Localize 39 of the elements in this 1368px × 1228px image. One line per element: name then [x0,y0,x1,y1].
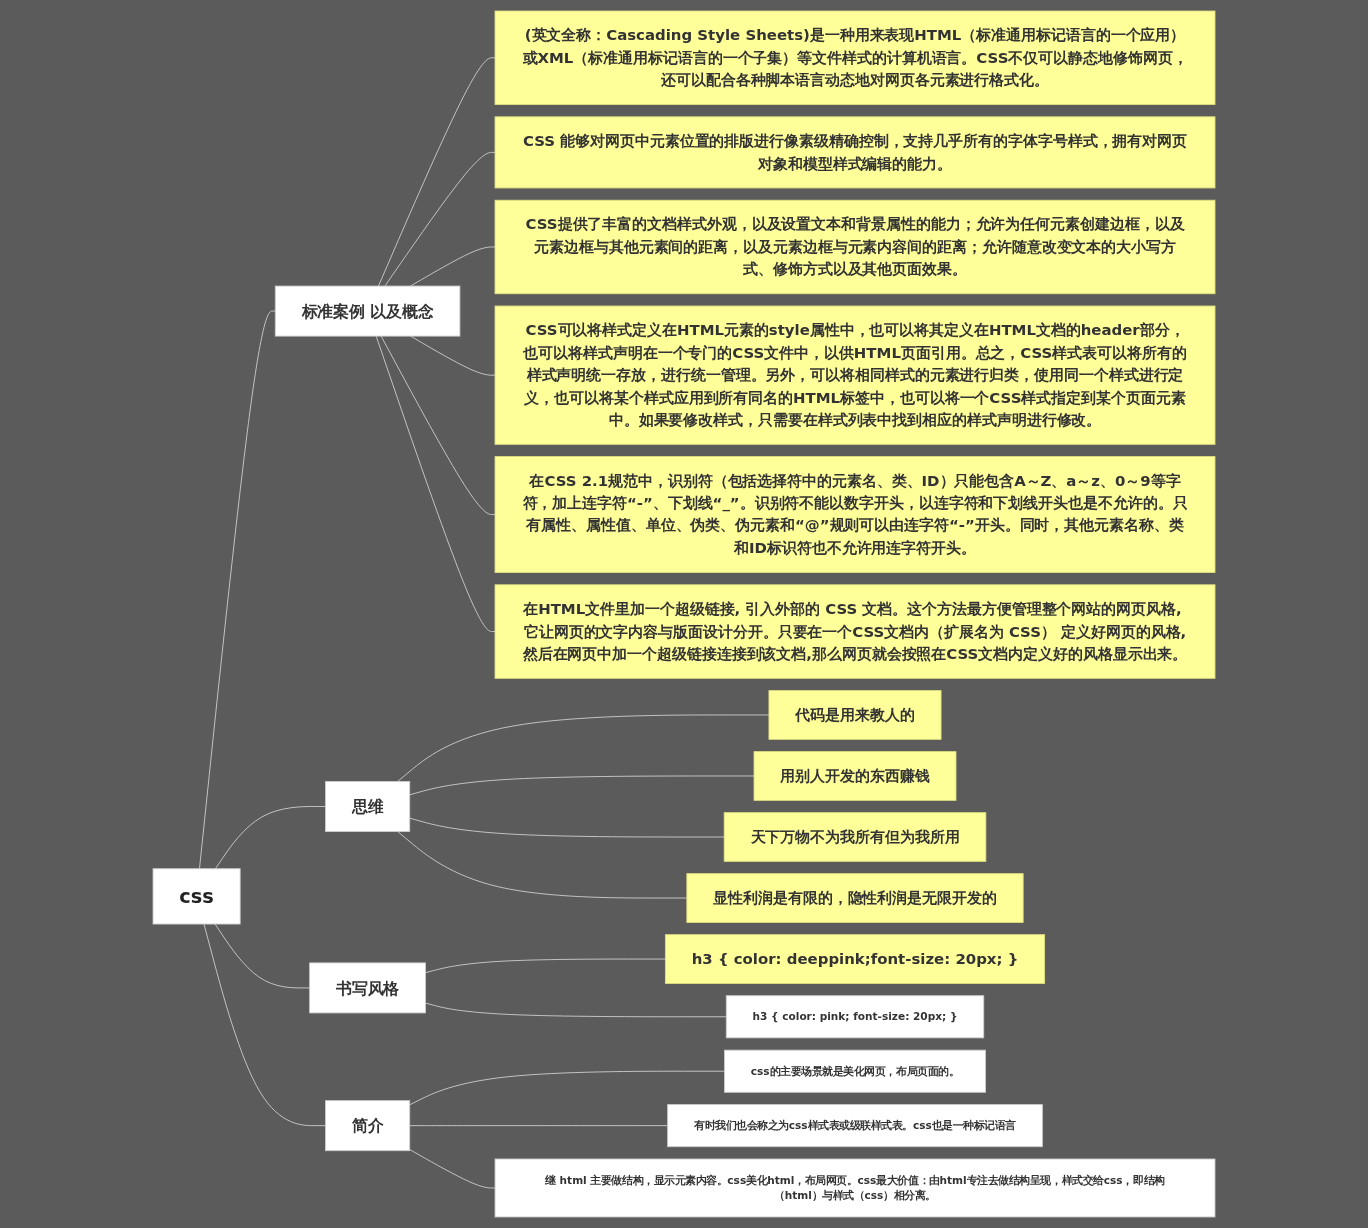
connector [409,775,755,796]
node-box: 有时我们也会称之为css样式表或级联样式表。css也是一种标记语言 [667,1104,1043,1148]
connector [425,958,666,974]
node-box: 天下万物不为我所有但为我所用 [723,812,987,862]
node-box: CSS 能够对网页中元素位置的排版进行像素级精确控制，支持几乎所有的字体字号样式，拥有对网页对象和模型样式编辑的能力。 [494,116,1216,189]
connector [384,151,496,287]
connector [409,1125,669,1127]
connector [380,335,496,515]
node-box: 标准案例 以及概念 [274,285,461,337]
node-box: 在CSS 2.1规范中，识别符（包括选择符中的元素名、类、ID）只能包含A～Z、a～z、0～9等字符，加上连字符“-”、下划线“_”。识别符不能以数字开头，以连字符和下划线开头也是不允许的。只有属性、属性值、单位、伪类、伪元素和“@”规则可以由连字符“-”开头。同时，其他元素名称、类和ID标识符也不允许用连字符开头。 [494,456,1216,573]
node-box: 代码是用来教人的 [768,690,942,740]
connector [203,923,326,1127]
connector [410,335,496,376]
connector [214,806,326,870]
node-box: 简介 [325,1100,411,1152]
node-box: 书写风格 [309,962,426,1014]
connector [409,817,725,838]
connector [378,57,496,287]
node-box: (英文全称：Cascading Style Sheets)是一种用来表现HTML（标准通用标记语言的一个应用）或XML（标准通用标记语言的一个子集）等文件样式的计算机语言。CSS不仅可以静态地修饰网页，还可以配合各种脚本语言动态地对网页各元素进行格式化。 [494,10,1216,105]
connector [410,246,496,287]
node-box: 用别人开发的东西赚钱 [753,751,957,801]
connector [397,714,770,782]
node-box: h3 { color: deeppink;font-size: 20px; } [664,934,1046,984]
node-box: h3 { color: pink; font-size: 20px; } [725,995,985,1039]
connector [199,310,276,870]
node-box: CSS提供了丰富的文档样式外观，以及设置文本和背景属性的能力；允许为任何元素创建边框，以及元素边框与其他元素间的距离，以及元素边框与元素内容间的距离；允许随意改变文本的大小写方式、修饰方式以及其他页面效果。 [494,199,1216,295]
node-box: 在HTML文件里加一个超级链接, 引入外部的 CSS 文档。这个方法最方便管理整个网站的网页风格, 它让网页的文字内容与版面设计分开。只要在一个CSS文档内（扩展名为 CSS） 定义好网页的风格,然后在网页中加一个超级链接连接到该文档,那么网页就会按照在CSS文档内定义好的风格显示出来。 [494,584,1216,679]
connector [397,831,688,899]
node-box: 继 html 主要做结构，显示元素内容。css美化html，布局网页。css最大价值：由html专注去做结构呈现，样式交给css，即结构（html）与样式（css）相分离。 [494,1158,1216,1218]
connector [409,1149,496,1189]
connector [214,923,311,989]
node-box: CSS可以将样式定义在HTML元素的style属性中，也可以将其定义在HTML文档的header部分，也可以将样式声明在一个专门的CSS文件中，以供HTML页面引用。总之，CSS样式表可以将所有的样式声明统一存放，进行统一管理。另外，可以将相同样式的元素进行归类，使用同一个样式进行定义，也可以将某个样式应用到所有同名的HTML标签中，也可以将一个CSS样式指定到某个页面元素中。如果要修改样式，只需要在样式列表中找到相应的样式声明进行修改。 [494,305,1216,445]
node-box: 思维 [325,781,411,832]
connector [409,1070,725,1106]
node-box: css [152,868,241,925]
node-box: 显性利润是有限的，隐性利润是无限开发的 [686,873,1024,923]
connector [375,335,496,632]
connector [425,1002,727,1018]
node-box: css的主要场景就是美化网页，布局页面的。 [724,1049,986,1093]
